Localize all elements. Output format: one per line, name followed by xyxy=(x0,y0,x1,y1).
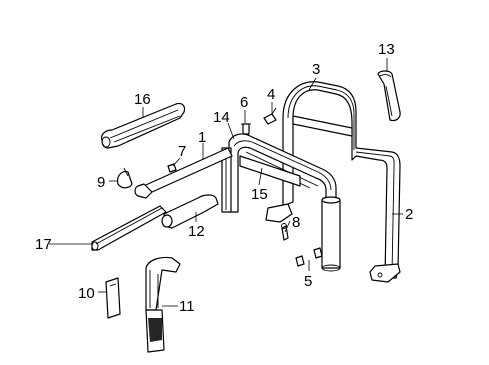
fastener-4 xyxy=(263,107,277,125)
fastener-6 xyxy=(241,123,251,135)
callout-17: 17 xyxy=(35,236,52,253)
callout-12: 12 xyxy=(188,223,205,240)
callout-15: 15 xyxy=(251,186,268,203)
leader-lines xyxy=(49,58,403,307)
callout-16: 16 xyxy=(134,91,151,108)
clip-9 xyxy=(117,167,133,189)
fastener-7 xyxy=(167,163,177,173)
callout-4: 4 xyxy=(267,86,275,103)
callout-11: 11 xyxy=(179,298,195,315)
callout-6: 6 xyxy=(240,94,248,111)
callout-5: 5 xyxy=(304,273,312,290)
tube-1 xyxy=(134,147,233,199)
callout-labels: 1 2 3 4 5 6 7 8 9 10 11 12 13 14 15 16 1… xyxy=(35,41,413,315)
rear-crossbar-frame xyxy=(221,133,341,272)
grab-handle xyxy=(377,70,401,122)
pad-10 xyxy=(105,277,121,319)
side-bar-11 xyxy=(145,256,181,353)
padding-16 xyxy=(101,102,186,149)
callout-10: 10 xyxy=(78,285,95,302)
callout-1: 1 xyxy=(198,129,206,146)
callout-7: 7 xyxy=(178,143,186,160)
callout-3: 3 xyxy=(312,61,320,78)
bar-17 xyxy=(91,205,167,251)
callout-9: 9 xyxy=(97,174,105,191)
main-roll-bar xyxy=(265,81,401,283)
callout-8: 8 xyxy=(292,214,300,231)
tube-12 xyxy=(161,194,219,229)
callout-2: 2 xyxy=(405,206,413,223)
fastener-5 xyxy=(295,247,323,267)
callout-14: 14 xyxy=(213,109,230,126)
callout-13: 13 xyxy=(378,41,395,58)
